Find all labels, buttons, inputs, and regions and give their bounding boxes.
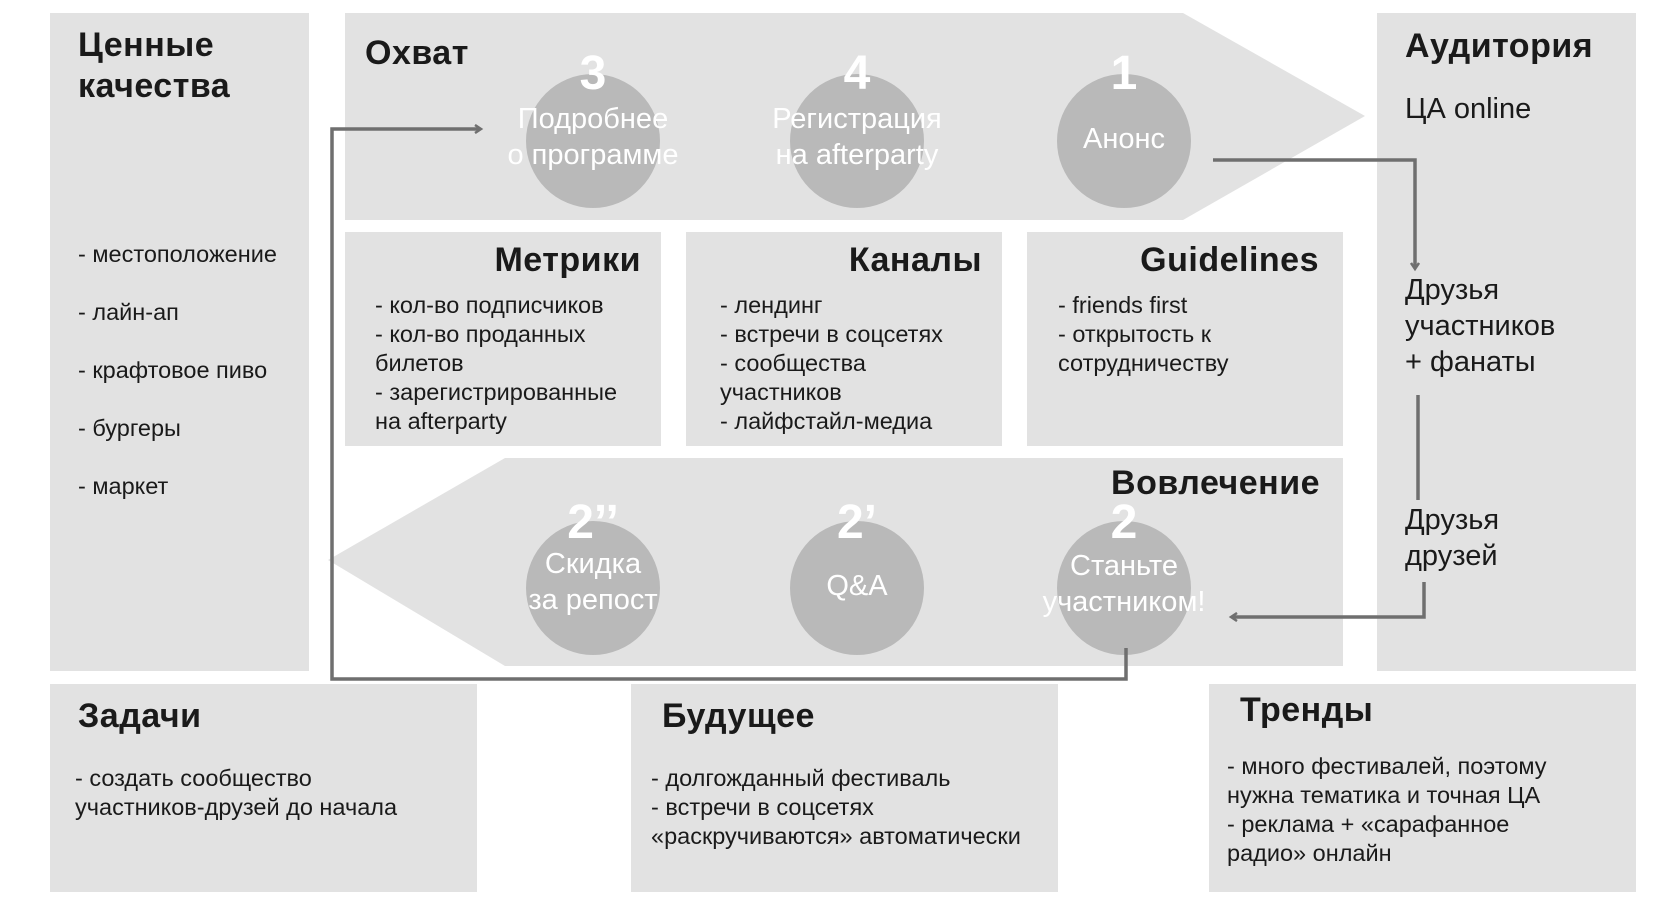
channels-list: - лендинг - встречи в соцсетях - сообщес… [720,291,943,436]
engagement-title: Вовлечение [1111,464,1320,502]
list-item: участников-друзей до начала [75,794,398,820]
engagement-step-number: 2 [1110,496,1138,549]
list-item: - встречи в соцсетях [720,321,943,347]
guidelines-list: - friends first - открытость к сотруднич… [1058,291,1228,378]
metrics-list: - кол-во подписчиков - кол-во проданных … [375,291,617,436]
list-item: «раскручиваются» автоматически [651,823,1021,849]
tasks-panel: Задачи - создать сообщество участников-д… [50,684,477,892]
engagement-step-label: Станьте участником! [1042,550,1206,618]
list-item: - кол-во проданных [375,321,586,347]
channels-panel: Каналы - лендинг - встречи в соцсетях - … [686,232,1002,446]
list-item: - кол-во подписчиков [375,292,604,318]
future-list: - долгожданный фестиваль - встречи в соц… [651,764,1021,851]
list-item: - создать сообщество [75,765,312,791]
list-item: - сообщества [720,350,866,376]
list-item: - открытость к [1058,321,1212,347]
reach-title: Охват [365,34,469,72]
values-list: - местоположение - лайн-ап - крафтовое п… [78,225,277,515]
engagement-step-number: 2’ [836,496,878,549]
trends-list: - много фестивалей, поэтому нужна темати… [1227,752,1547,868]
engagement-step-label: Скидка за репост [528,548,658,616]
values-panel: Ценные качества - местоположение - лайн-… [50,13,309,671]
list-item: нужна тематика и точная ЦА [1227,782,1541,808]
values-title: Ценные качества [78,26,231,105]
list-item: сотрудничеству [1058,350,1229,376]
reach-step-number: 3 [579,47,607,100]
list-item: - реклама + «сарафанное [1227,811,1510,837]
list-item: - бургеры [78,415,181,441]
list-item: радио» онлайн [1227,840,1392,866]
list-item: - долгожданный фестиваль [651,765,951,791]
list-item: - лайфстайл-медиа [720,408,933,434]
list-item: - лендинг [720,292,823,318]
trends-title: Тренды [1240,691,1374,729]
guidelines-panel: Guidelines - friends first - открытость … [1027,232,1343,446]
list-item: - много фестивалей, поэтому [1227,753,1547,779]
list-item: - лайн-ап [78,299,179,325]
audience-group-primary: ЦА online [1405,93,1532,125]
guidelines-title: Guidelines [1140,241,1319,279]
audience-panel: Аудитория ЦА online Друзья участников + … [1377,13,1636,671]
audience-title: Аудитория [1405,27,1594,65]
reach-step-label: Анонс [1082,123,1165,155]
reach-step-label: Подробнее о программе [507,103,679,171]
trends-panel: Тренды - много фестивалей, поэтому нужна… [1209,684,1636,892]
engagement-step-label: Q&A [826,570,888,602]
metrics-panel: Метрики - кол-во подписчиков - кол-во пр… [345,232,661,446]
list-item: билетов [375,350,464,376]
reach-step-number: 1 [1110,47,1138,100]
list-item: - маркет [78,473,169,499]
audience-group-friends: Друзья участников + фанаты [1405,274,1556,378]
reach-step-number: 4 [843,47,871,100]
list-item: - friends first [1058,292,1188,318]
channels-title: Каналы [848,241,982,279]
list-item: на afterparty [375,408,507,434]
list-item: - местоположение [78,241,277,267]
tasks-list: - создать сообщество участников-друзей д… [75,764,397,822]
list-item: - крафтовое пиво [78,357,268,383]
metrics-title: Метрики [494,241,641,279]
list-item: - встречи в соцсетях [651,794,874,820]
list-item: участников [720,379,842,405]
future-title: Будущее [662,697,815,735]
list-item: - зарегистрированные [375,379,618,405]
audience-group-friends-of-friends: Друзья друзей [1405,504,1500,572]
future-panel: Будущее - долгожданный фестиваль - встре… [631,684,1058,892]
tasks-title: Задачи [78,697,202,735]
reach-step-label: Регистрация на afterparty [772,103,942,171]
engagement-step-number: 2’’ [567,496,619,549]
